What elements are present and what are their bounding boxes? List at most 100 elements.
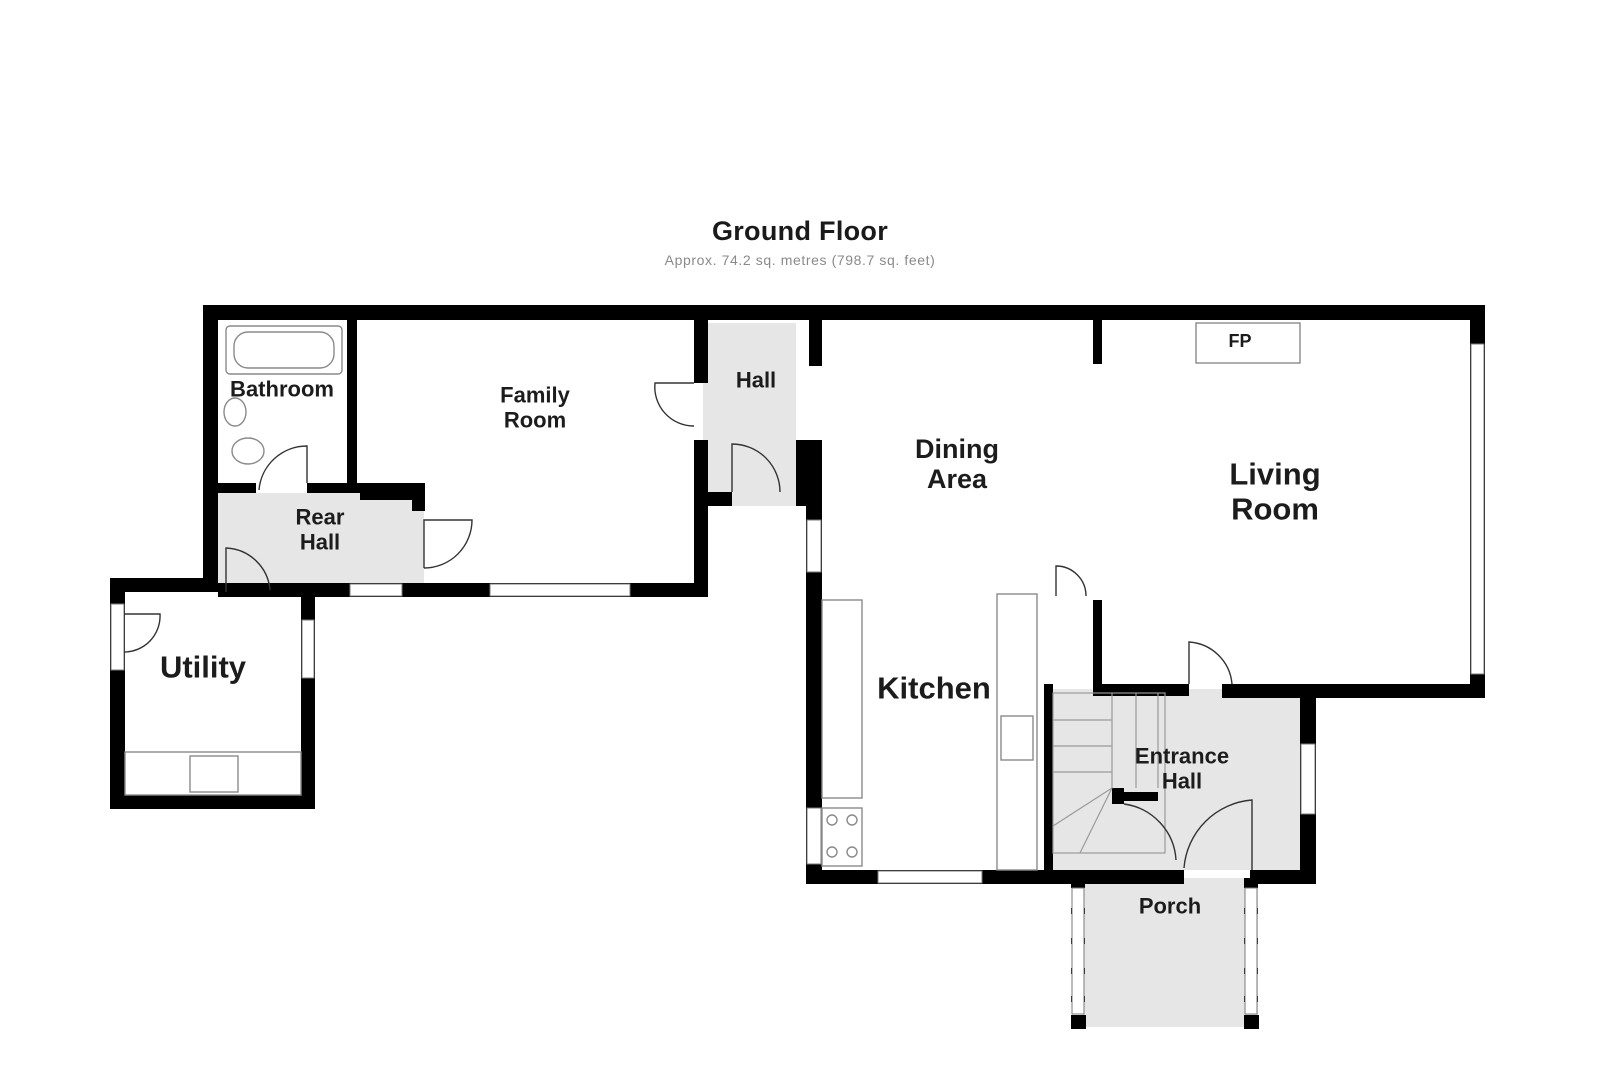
dining-area-label-line-2: Area xyxy=(926,464,988,494)
stair-wall-2 xyxy=(1124,792,1158,801)
utility-door xyxy=(225,547,271,592)
rear-hall-stub xyxy=(412,483,425,511)
utility-sink xyxy=(189,755,239,793)
hall-bottom-wall xyxy=(708,492,732,506)
kitchen-label: Kitchen xyxy=(877,670,991,706)
porch-right-top xyxy=(1244,878,1258,888)
basin xyxy=(223,397,247,427)
room-label-bathroom: Bathroom xyxy=(230,376,334,403)
kitchen-sink xyxy=(1000,715,1034,761)
hall-right-wall-top xyxy=(809,320,822,366)
room-label-kitchen: Kitchen xyxy=(877,670,991,707)
porch-window-left xyxy=(1071,887,1085,1015)
doors xyxy=(123,382,1253,870)
hob-ring-1 xyxy=(826,814,838,826)
porch-left-top xyxy=(1071,878,1085,888)
porch-label: Porch xyxy=(1138,893,1202,919)
kitchen-window-bottom xyxy=(877,870,983,884)
hob-ring-2 xyxy=(846,814,858,826)
entrance-window xyxy=(1300,743,1316,815)
rear-hall-window xyxy=(349,583,403,597)
staircase xyxy=(1052,692,1166,854)
front-door xyxy=(1183,799,1253,870)
hall-right-wall-lower xyxy=(796,440,822,506)
fireplace-label: FP xyxy=(1228,330,1252,351)
walls xyxy=(110,305,1485,1029)
utility-label: Utility xyxy=(159,649,247,685)
fixtures xyxy=(124,322,1301,871)
kitchen-counter-left xyxy=(821,599,863,799)
circulation-areas xyxy=(218,323,1306,1027)
bathroom-bottom-wall-left xyxy=(218,483,256,493)
entrance-living-door xyxy=(1188,641,1233,685)
kitchen-window-left xyxy=(806,519,822,573)
bathroom-label: Bathroom xyxy=(230,376,334,402)
hob-ring-4 xyxy=(846,846,858,858)
porch-right-post xyxy=(1244,1015,1259,1029)
kitchen-left-wall xyxy=(806,506,822,884)
living-partition xyxy=(1093,600,1102,696)
porch-left-post xyxy=(1071,1015,1086,1029)
entrance-hall-floor xyxy=(1044,689,1306,870)
rear-hall-label-line-2: Hall xyxy=(299,529,341,554)
toilet xyxy=(231,437,265,465)
family-room-label-line-2: Room xyxy=(503,407,567,432)
room-label-living-room: Living Room xyxy=(1229,457,1320,526)
living-door xyxy=(1055,565,1087,597)
hall-label: Hall xyxy=(735,367,777,393)
windows xyxy=(110,343,1485,1015)
dining-area-label-line-1: Dining xyxy=(915,433,999,464)
room-label-utility: Utility xyxy=(159,649,247,686)
stair-wall xyxy=(1112,788,1124,804)
rear-hall-stub-2 xyxy=(360,493,418,500)
hob-ring-3 xyxy=(826,846,838,858)
entrance-hall-label-line-2: Hall xyxy=(1161,768,1203,793)
porch-floor xyxy=(1082,878,1258,1027)
bathroom-right-wall xyxy=(347,320,357,490)
rear-hall-label-line-1: Rear xyxy=(295,504,345,530)
stair-winder xyxy=(1079,787,1113,854)
family-room-window xyxy=(489,583,631,597)
utility-window-left xyxy=(110,603,125,671)
utility-window-right xyxy=(301,619,315,679)
room-label-fireplace: FP xyxy=(1228,331,1251,351)
porch-inner-door xyxy=(1123,803,1177,861)
floor-title: Ground Floor xyxy=(711,216,889,246)
kitchen-window-left-2 xyxy=(806,807,822,865)
living-room-bottom-wall-left xyxy=(1097,684,1189,696)
family-room-label-line-1: Family xyxy=(500,382,570,408)
entrance-bottom-wall-left xyxy=(1044,870,1184,884)
room-label-porch: Porch xyxy=(1138,893,1202,920)
stair-winder xyxy=(1052,787,1113,827)
living-room-label-line-2: Room xyxy=(1231,491,1319,526)
rear-hall-door xyxy=(423,519,473,569)
top-wall xyxy=(203,305,1485,320)
porch-window-right xyxy=(1244,887,1258,1015)
family-room-door xyxy=(654,382,695,427)
room-label-rear-hall: Rear Hall xyxy=(296,505,345,554)
floor-area: Approx. 74.2 sq. metres (798.7 sq. feet) xyxy=(664,252,936,268)
hall-door xyxy=(731,443,781,493)
kitchen-partition xyxy=(1093,320,1102,364)
rear-hall-floor xyxy=(218,493,424,583)
family-room-right-wall xyxy=(694,320,708,383)
utility-outer-door xyxy=(123,613,161,653)
living-room-label-line-1: Living xyxy=(1229,456,1321,492)
bathroom-bottom-wall-right xyxy=(307,483,425,493)
family-room-right-wall-lower xyxy=(694,440,708,597)
living-room-window xyxy=(1470,343,1485,675)
hall-floor xyxy=(703,323,796,506)
utility-bottom-wall xyxy=(110,795,315,809)
room-label-hall: Hall xyxy=(735,367,777,394)
bath-tub-inner xyxy=(233,331,335,369)
kitchen-entrance-wall xyxy=(1044,684,1053,870)
room-label-dining-area: Dining Area xyxy=(915,434,999,494)
bathroom-left-wall xyxy=(203,305,218,592)
entrance-bottom-wall-right xyxy=(1250,870,1316,884)
room-label-entrance-hall: Entrance Hall xyxy=(1135,744,1229,793)
fireplace-hearth xyxy=(1195,322,1301,364)
utility-top-wall xyxy=(110,578,218,592)
living-room-bottom-wall xyxy=(1222,684,1485,698)
bathroom-door xyxy=(258,445,308,491)
